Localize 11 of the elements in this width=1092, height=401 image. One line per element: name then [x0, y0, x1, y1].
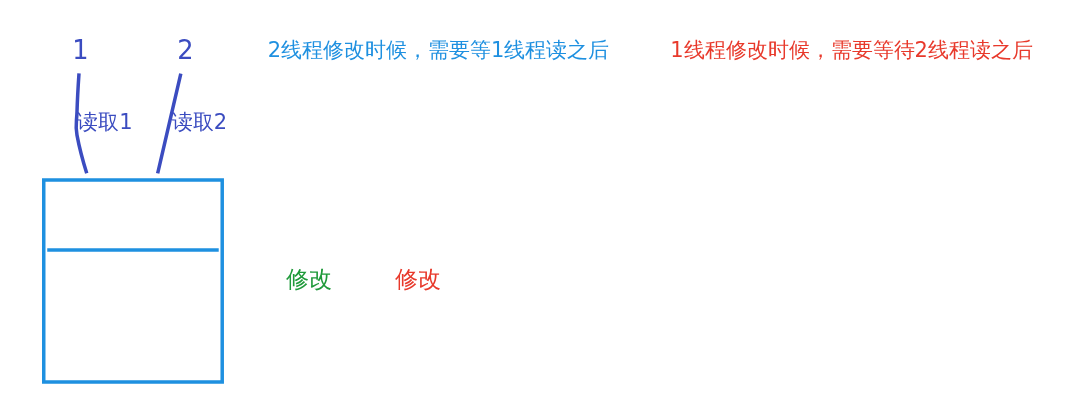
node-text: 2 — [176, 34, 194, 65]
label: 2线程修改时候，需要等1线程读之后 — [267, 38, 609, 63]
node-label: 修改 — [285, 264, 332, 292]
edge-label: 读取1 — [76, 109, 133, 134]
node-box — [41, 178, 224, 384]
node-label: 修改 — [394, 264, 441, 292]
connector — [155, 73, 183, 174]
edge-label: 读取2 — [171, 109, 227, 134]
node-text: 1 — [71, 34, 89, 65]
label: 1线程修改时候，需要等待2线程读之后 — [669, 38, 1033, 63]
connector — [73, 73, 88, 174]
